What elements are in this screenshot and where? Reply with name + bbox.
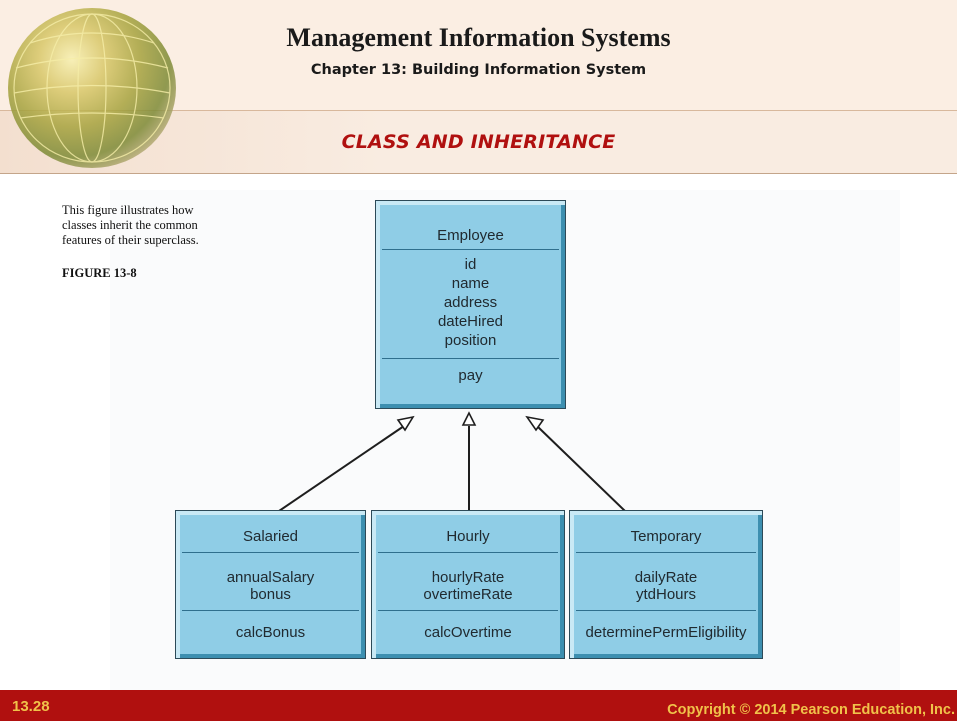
divider (378, 552, 558, 553)
method: pay (458, 367, 483, 384)
class-name: Hourly (446, 528, 490, 545)
figure-caption: This figure illustrates how classes inhe… (62, 203, 242, 248)
attribute: name (451, 275, 490, 292)
divider (576, 610, 756, 611)
class-temporary: Temporary dailyRate ytdHours determinePe… (569, 510, 763, 659)
slide-header: Management Information Systems Chapter 1… (0, 0, 957, 174)
class-hourly: Hourly hourlyRate overtimeRate calcOvert… (371, 510, 565, 659)
class-name: Temporary (630, 528, 702, 545)
section-title: CLASS AND INHERITANCE (341, 131, 616, 153)
copyright-notice: Copyright © 2014 Pearson Education, Inc. (667, 702, 955, 718)
connector-temporary (536, 425, 626, 512)
connector-salaried (278, 425, 405, 512)
method: calcBonus (235, 624, 306, 641)
inheritance-arrowhead-icon (461, 411, 477, 426)
attribute: bonus (250, 586, 291, 603)
attribute: hourlyRate (431, 569, 505, 586)
caption-line: classes inherit the common (62, 218, 198, 232)
divider (576, 552, 756, 553)
attribute: annualSalary (226, 569, 315, 586)
divider (182, 552, 359, 553)
globe-logo (8, 8, 176, 168)
divider (382, 358, 559, 359)
divider (378, 610, 558, 611)
attribute: dailyRate (634, 569, 698, 586)
class-employee: Employee id name address dateHired posit… (375, 200, 566, 409)
inheritance-arrowhead-icon (396, 415, 415, 432)
caption-line: This figure illustrates how (62, 203, 194, 217)
method: calcOvertime (424, 624, 512, 641)
class-name: Salaried (242, 528, 299, 545)
method: determinePermEligibility (585, 624, 747, 641)
attribute: id (464, 256, 477, 273)
attribute: overtimeRate (423, 586, 513, 603)
class-salaried: Salaried annualSalary bonus calcBonus (175, 510, 366, 659)
figure-label: FIGURE 13-8 (62, 266, 137, 280)
divider (182, 610, 359, 611)
attribute: ytdHours (635, 586, 697, 603)
slide-number: 13.28 (12, 698, 50, 715)
slide-footer: 13.28 Copyright © 2014 Pearson Education… (0, 690, 957, 721)
class-name: Employee (437, 227, 504, 244)
page-title: Management Information Systems (286, 23, 671, 52)
inheritance-arrowhead-icon (525, 415, 545, 432)
divider (382, 249, 559, 250)
attribute: dateHired (437, 313, 504, 330)
globe-grid-icon (13, 13, 171, 163)
attribute: address (443, 294, 498, 311)
caption-line: features of their superclass. (62, 233, 199, 247)
attribute: position (444, 332, 497, 349)
chapter-subtitle: Chapter 13: Building Information System (310, 62, 647, 78)
